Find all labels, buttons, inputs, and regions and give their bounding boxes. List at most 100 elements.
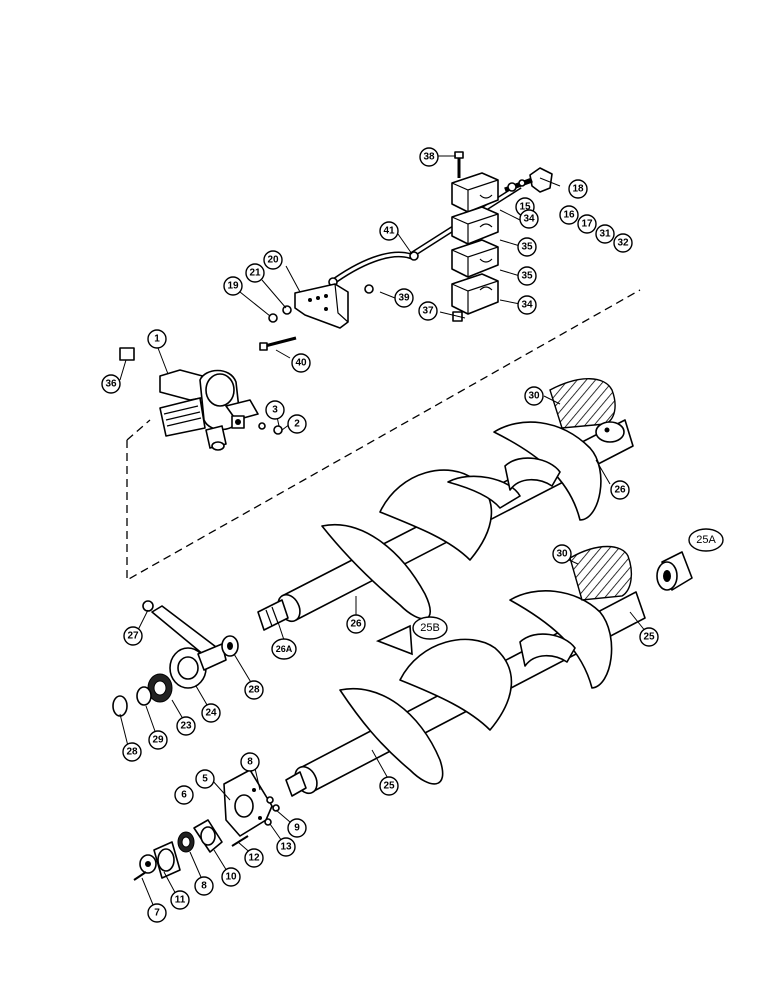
svg-text:7: 7 xyxy=(154,908,160,919)
svg-text:26: 26 xyxy=(614,485,626,496)
clamp-block-3 xyxy=(451,239,499,278)
callout-35-top: 35 xyxy=(517,237,537,257)
svg-text:19: 19 xyxy=(227,281,239,292)
svg-text:5: 5 xyxy=(202,774,208,785)
svg-text:26A: 26A xyxy=(276,644,293,654)
svg-text:15: 15 xyxy=(519,202,531,213)
callout-2: 2 xyxy=(287,414,307,434)
bearing-arm-assembly xyxy=(112,600,239,717)
svg-text:17: 17 xyxy=(581,219,593,230)
svg-text:26: 26 xyxy=(350,619,362,630)
callout-3: 3 xyxy=(265,400,285,420)
svg-text:25A: 25A xyxy=(696,534,716,546)
callout-31: 31 xyxy=(595,224,615,244)
callout-10: 10 xyxy=(221,867,241,887)
callout-1: 1 xyxy=(147,329,167,349)
callout-8b: 8 xyxy=(194,876,214,896)
callout-8: 8 xyxy=(240,752,260,772)
svg-text:21: 21 xyxy=(249,268,261,279)
svg-text:39: 39 xyxy=(398,293,410,304)
gearbox-assembly xyxy=(119,347,283,451)
callout-20: 20 xyxy=(263,250,283,270)
svg-text:28: 28 xyxy=(248,685,260,696)
svg-text:20: 20 xyxy=(267,255,279,266)
callout-13: 13 xyxy=(276,837,296,857)
svg-text:1: 1 xyxy=(154,334,160,345)
callout-30-lower: 30 xyxy=(552,544,572,564)
svg-text:35: 35 xyxy=(521,271,533,282)
upper-tube-assembly xyxy=(259,151,553,351)
callout-7: 7 xyxy=(147,903,167,923)
callout-19: 19 xyxy=(223,276,243,296)
callout-24: 24 xyxy=(201,703,221,723)
callout-17: 17 xyxy=(577,214,597,234)
svg-text:24: 24 xyxy=(205,708,217,719)
svg-text:27: 27 xyxy=(127,631,139,642)
triangle-25b xyxy=(375,624,413,656)
callout-6: 6 xyxy=(174,785,194,805)
svg-text:31: 31 xyxy=(599,229,611,240)
callout-38: 38 xyxy=(419,147,439,167)
callout-32: 32 xyxy=(613,233,633,253)
svg-text:29: 29 xyxy=(152,735,164,746)
callout-35-bottom: 35 xyxy=(517,266,537,286)
svg-text:8: 8 xyxy=(247,757,253,768)
lower-auger xyxy=(285,545,693,797)
callout-27: 27 xyxy=(123,626,143,646)
svg-text:8: 8 xyxy=(201,881,207,892)
callout-28-left: 28 xyxy=(122,742,142,762)
callout-34-bottom: 34 xyxy=(517,295,537,315)
callout-26a: 26A xyxy=(271,638,297,660)
svg-text:6: 6 xyxy=(181,790,187,801)
callout-25a: 25A xyxy=(688,528,724,552)
callout-11: 11 xyxy=(170,890,190,910)
callout-18: 18 xyxy=(568,179,588,199)
leader-lines xyxy=(119,155,647,913)
callout-16: 16 xyxy=(559,205,579,225)
svg-text:28: 28 xyxy=(126,747,138,758)
callout-41: 41 xyxy=(379,221,399,241)
callout-36: 36 xyxy=(101,374,121,394)
svg-text:25: 25 xyxy=(383,781,395,792)
svg-text:2: 2 xyxy=(294,419,300,430)
callout-40: 40 xyxy=(291,353,311,373)
upper-auger xyxy=(257,378,634,631)
callout-34-top: 34 xyxy=(519,209,539,229)
callout-26-upper: 26 xyxy=(610,480,630,500)
callout-28-right: 28 xyxy=(244,680,264,700)
svg-text:32: 32 xyxy=(617,238,629,249)
clamp-block-bottom xyxy=(451,273,499,315)
dashed-group-outline xyxy=(126,289,641,582)
lower-bearing-assembly xyxy=(133,769,280,881)
callout-21: 21 xyxy=(245,263,265,283)
callout-5: 5 xyxy=(195,769,215,789)
cap-36 xyxy=(119,347,135,361)
svg-text:9: 9 xyxy=(294,823,300,834)
svg-text:16: 16 xyxy=(563,210,575,221)
callout-29: 29 xyxy=(148,730,168,750)
svg-text:30: 30 xyxy=(556,549,568,560)
callout-26-lower: 26 xyxy=(346,614,366,634)
svg-text:11: 11 xyxy=(175,895,186,906)
hatched-flight-lower xyxy=(569,545,633,601)
svg-text:37: 37 xyxy=(422,306,434,317)
svg-text:18: 18 xyxy=(572,184,584,195)
callout-30-upper: 30 xyxy=(524,386,544,406)
bushing-25a xyxy=(656,551,693,591)
svg-text:41: 41 xyxy=(383,226,395,237)
svg-text:13: 13 xyxy=(280,842,292,853)
svg-text:40: 40 xyxy=(295,358,307,369)
mounting-plate xyxy=(294,283,349,329)
svg-text:38: 38 xyxy=(423,152,435,163)
svg-text:30: 30 xyxy=(528,391,540,402)
svg-text:12: 12 xyxy=(248,853,260,864)
svg-text:25: 25 xyxy=(643,632,655,643)
callout-12: 12 xyxy=(244,848,264,868)
svg-text:34: 34 xyxy=(523,214,535,225)
callout-25b: 25B xyxy=(412,616,448,640)
callout-9: 9 xyxy=(287,818,307,838)
clamp-block-2 xyxy=(451,206,499,245)
svg-text:35: 35 xyxy=(521,242,533,253)
svg-text:36: 36 xyxy=(105,379,117,390)
